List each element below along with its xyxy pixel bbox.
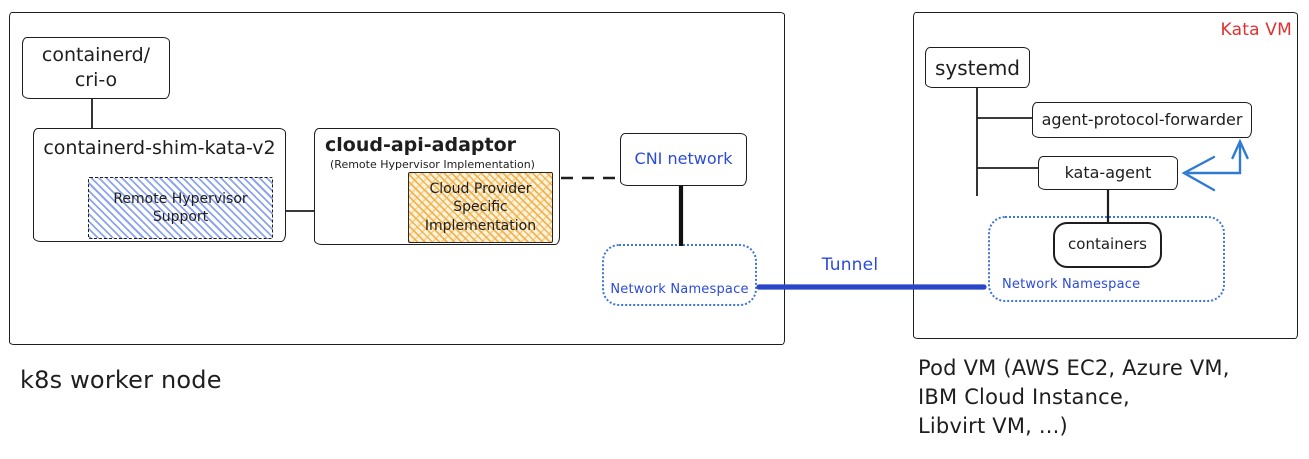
kata-agent-label: kata-agent [1064,162,1152,182]
agent-protocol-forwarder-box: agent-protocol-forwarder [1032,102,1252,138]
containerd-shim-kata-v2-title: containerd-shim-kata-v2 [43,137,276,159]
pod-vm-caption-line2: IBM Cloud Instance, [918,385,1130,409]
remote-hypervisor-support-box: Remote Hypervisor Support [88,177,273,239]
tunnel-label: Tunnel [821,255,879,275]
agent-protocol-forwarder-label: agent-protocol-forwarder [1041,109,1243,129]
systemd-box: systemd [925,47,1030,88]
cloud-api-adaptor-title: cloud-api-adaptor [325,134,517,156]
cloud-api-adaptor-subtitle: (Remote Hypervisor Implementation) [330,157,535,171]
cni-network-label: CNI network [634,149,733,169]
worker-network-namespace-label: Network Namespace [610,282,749,297]
cni-network-box: CNI network [620,133,747,186]
kata-network-namespace-box: Network Namespace [988,216,1225,302]
remote-hypervisor-support-label: Remote Hypervisor Support [113,190,248,225]
pod-vm-caption-line1: Pod VM (AWS EC2, Azure VM, [918,356,1230,380]
cloud-provider-specific-implementation-box: Cloud Provider Specific Implementation [408,172,553,243]
cloud-provider-specific-implementation-label: Cloud Provider Specific Implementation [424,181,537,234]
kata-network-namespace-label: Network Namespace [1002,277,1141,292]
container-runtime-box: containerd/ cri-o [22,37,170,99]
pod-vm-caption-line3: Libvirt VM, ...) [918,414,1068,438]
container-runtime-label: containerd/ cri-o [41,44,151,91]
containers-box: containers [1053,222,1162,268]
containers-label: containers [1068,235,1147,254]
systemd-label: systemd [935,55,1020,80]
worker-network-namespace-box: Network Namespace [602,244,757,306]
pod-vm-caption: Pod VM (AWS EC2, Azure VM, IBM Cloud Ins… [918,354,1230,441]
k8s-worker-node-caption: k8s worker node [20,366,222,394]
kata-agent-box: kata-agent [1038,156,1178,190]
kata-vm-title: Kata VM [1220,20,1292,40]
